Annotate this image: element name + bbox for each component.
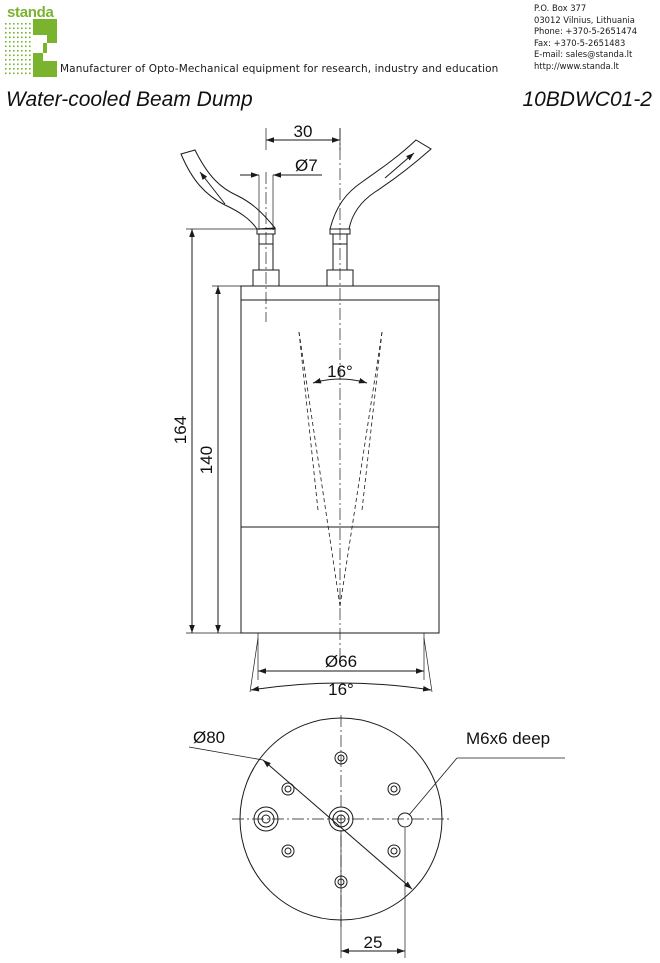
dim-80 bbox=[188, 746, 413, 890]
product-title: Water-cooled Beam Dump bbox=[6, 88, 253, 111]
contact-address: 03012 Vilnius, Lithuania bbox=[534, 14, 635, 25]
label-164: 164 bbox=[171, 416, 190, 444]
label-66: Ø66 bbox=[325, 652, 357, 671]
dim-140 bbox=[212, 285, 241, 633]
label-30: 30 bbox=[294, 122, 313, 141]
contact-po-box: P.O. Box 377 bbox=[534, 3, 587, 13]
label-25: 25 bbox=[364, 933, 383, 952]
label-angle-bottom: 16° bbox=[328, 680, 354, 699]
contact-fax: Fax: +370-5-2651483 bbox=[534, 37, 626, 48]
label-m6: M6x6 deep bbox=[466, 729, 550, 748]
contact-block: P.O. Box 377 03012 Vilnius, Lithuania Ph… bbox=[534, 3, 637, 73]
label-tube-diameter: Ø7 bbox=[295, 156, 318, 175]
label-80: Ø80 bbox=[193, 728, 225, 747]
company-tagline: Manufacturer of Opto-Mechanical equipmen… bbox=[60, 63, 499, 75]
standa-logo: standa bbox=[3, 3, 57, 77]
label-angle-top: 16° bbox=[327, 362, 353, 381]
internal-cone bbox=[298, 331, 383, 607]
dim-25 bbox=[340, 828, 406, 958]
dim-tube-diameter bbox=[240, 172, 322, 230]
logo-graphic bbox=[5, 19, 57, 77]
dim-164 bbox=[186, 228, 258, 634]
logo-text: standa bbox=[7, 4, 54, 21]
contact-phone: Phone: +370-5-2651474 bbox=[534, 26, 638, 37]
end-view bbox=[188, 715, 565, 958]
label-140: 140 bbox=[197, 446, 216, 474]
contact-website: http://www.standa.lt bbox=[534, 60, 619, 71]
angle-arc-bottom bbox=[249, 637, 433, 693]
center-lines bbox=[265, 128, 341, 660]
outlet-flow-arrow bbox=[384, 152, 415, 179]
inlet-hose bbox=[180, 149, 277, 230]
inlet-flow-arrow bbox=[199, 171, 226, 205]
product-model: 10BDWC01-2 bbox=[522, 88, 652, 111]
dim-30 bbox=[265, 128, 341, 150]
contact-email: E-mail: sales@standa.lt bbox=[534, 49, 633, 60]
dim-66 bbox=[257, 633, 425, 680]
angle-arc-top bbox=[312, 378, 368, 384]
outlet-hose bbox=[329, 139, 432, 230]
